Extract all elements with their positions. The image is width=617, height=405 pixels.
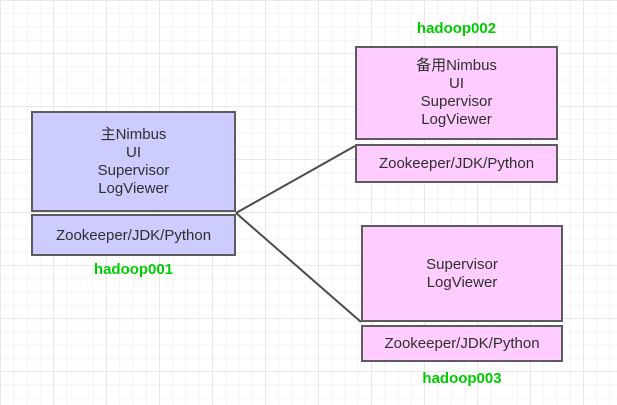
component-line: 备用Nimbus xyxy=(416,57,497,74)
host-label-hadoop002: hadoop002 xyxy=(416,20,497,37)
connector-hadoop001-hadoop003 xyxy=(235,212,362,323)
component-line: LogViewer xyxy=(98,179,169,197)
component-line: LogViewer xyxy=(426,273,498,291)
node-hadoop003-runtime: Zookeeper/JDK/Python xyxy=(361,325,563,362)
host-label-hadoop001: hadoop001 xyxy=(93,261,174,278)
component-line: UI xyxy=(449,75,464,92)
connector-hadoop001-hadoop002 xyxy=(235,145,356,214)
component-line: LogViewer xyxy=(421,111,492,128)
component-line: Supervisor xyxy=(420,93,493,110)
runtime-text: Zookeeper/JDK/Python xyxy=(55,226,212,244)
component-line: 主Nimbus xyxy=(100,125,167,143)
node-hadoop002-runtime: Zookeeper/JDK/Python xyxy=(355,144,558,183)
component-line: UI xyxy=(126,143,141,161)
component-line: Supervisor xyxy=(97,161,170,179)
node-hadoop001-runtime: Zookeeper/JDK/Python xyxy=(31,214,236,256)
host-label-hadoop003: hadoop003 xyxy=(422,370,502,387)
runtime-text: Zookeeper/JDK/Python xyxy=(384,335,540,352)
runtime-text: Zookeeper/JDK/Python xyxy=(378,155,535,172)
component-line: Supervisor xyxy=(426,255,498,273)
